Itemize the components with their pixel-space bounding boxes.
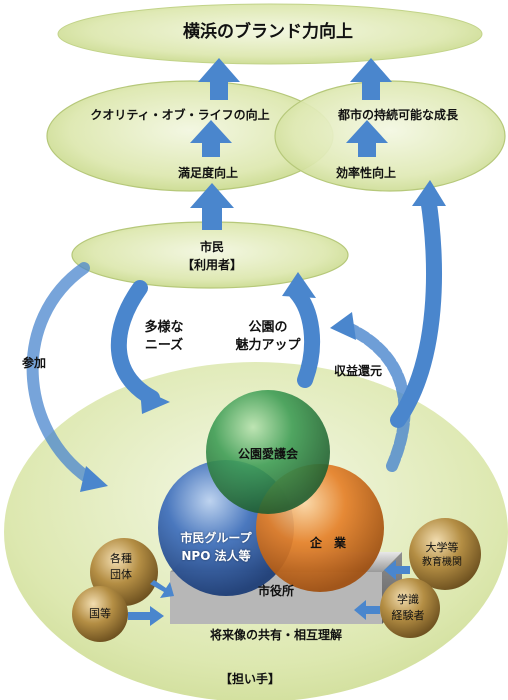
- appeal-label-line2: 魅力アップ: [235, 338, 301, 353]
- arrow-citizen-to-satisfaction: [190, 183, 234, 230]
- arrow-head-needs: [140, 388, 170, 414]
- arrow-head-revenue: [330, 312, 356, 340]
- arrow-needs: [110, 280, 160, 406]
- arrow-qol-to-brand: [198, 58, 240, 100]
- sphere-park-association: [206, 390, 330, 514]
- sphere-country: [72, 586, 128, 642]
- curved-arrow-heads: [80, 180, 446, 492]
- bearers-label: 【担い手】: [219, 672, 281, 686]
- arrow-base-to-efficiency: [390, 190, 442, 428]
- arrow-experts-to-slab: [354, 600, 380, 620]
- enterprise-label: 企 業: [309, 536, 347, 550]
- needs-label-line1: 多様な: [144, 320, 184, 335]
- arrow-various-to-slab: [150, 580, 174, 598]
- city-hall-label: 市役所: [257, 584, 295, 598]
- revenue-label: 収益還元: [334, 364, 383, 378]
- citizen-groups-label-line2: NPO 法人等: [181, 549, 251, 563]
- up-arrows: [190, 58, 392, 230]
- arrow-participation: [26, 262, 94, 484]
- needs-label-line2: ニーズ: [144, 338, 184, 353]
- arrow-sustainable-to-brand: [350, 58, 392, 100]
- brand-label: 横浜のブランド力向上: [183, 22, 353, 42]
- arrow-country-to-slab: [128, 606, 164, 626]
- experts-label-line2: 経験者: [391, 609, 425, 622]
- participation-label: 参加: [22, 356, 47, 370]
- country-label: 国等: [89, 607, 111, 620]
- sphere-university: [409, 518, 481, 590]
- arrow-university-to-slab: [384, 560, 410, 580]
- experts-label-line1: 学識: [397, 593, 419, 606]
- qol-label: クオリティ・オブ・ライフの向上: [90, 108, 270, 122]
- curved-arrows: [26, 190, 442, 484]
- shared-vision-label: 将来像の共有・相互理解: [209, 628, 343, 642]
- park-association-label: 公園愛護会: [237, 447, 299, 461]
- university-label-line1: 大学等: [425, 541, 459, 554]
- brand-ellipse: [57, 3, 483, 65]
- arrow-efficiency-to-sustainable: [346, 120, 388, 157]
- citizen-ellipse: [71, 221, 349, 289]
- satisfaction-label: 満足度向上: [177, 166, 239, 180]
- arrow-head-appeal: [282, 272, 316, 298]
- slab-arrows: [128, 560, 410, 626]
- arrow-head-efficiency: [412, 180, 446, 206]
- arrow-revenue: [338, 320, 411, 472]
- arrow-appeal: [288, 284, 321, 388]
- various-groups-label-line1: 各種: [110, 552, 132, 565]
- university-label-line2: 教育機関: [422, 557, 462, 568]
- citizen-groups-label-line1: 市民グループ: [180, 531, 252, 545]
- various-groups-label-line2: 団体: [110, 568, 132, 581]
- citizen-subtitle: 【利用者】: [181, 258, 243, 272]
- citizen-title: 市民: [199, 240, 225, 254]
- sphere-experts: [380, 578, 440, 638]
- sustainable-label: 都市の持続可能な成長: [337, 108, 459, 122]
- arrow-satisfaction-to-qol: [190, 120, 232, 157]
- efficiency-label: 効率性向上: [335, 166, 397, 180]
- appeal-label-line1: 公園の: [248, 320, 288, 335]
- arrow-head-participation: [80, 466, 108, 492]
